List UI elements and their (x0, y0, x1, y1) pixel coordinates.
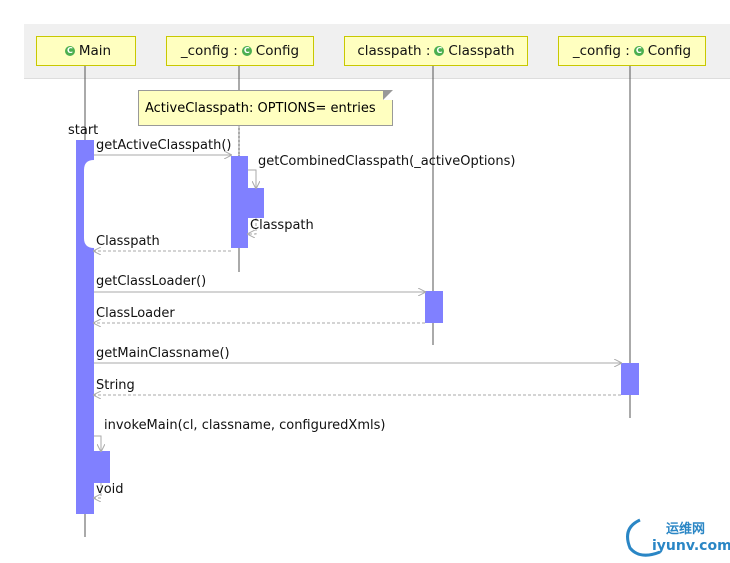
arrow-r5 (94, 483, 102, 498)
lifeline-classpath-prefix: classpath : (357, 43, 431, 59)
class-icon: C (434, 46, 445, 56)
activation-classpath (425, 291, 443, 323)
message-label-m4: getMainClassname() (96, 346, 230, 361)
message-label-r2: Classpath (250, 218, 314, 233)
lifeline-classpath-label: Classpath (448, 43, 515, 59)
message-label-m3: getClassLoader() (96, 274, 207, 289)
note-text: ActiveClasspath: OPTIONS= entries (145, 100, 376, 116)
lifeline-main-label: Main (78, 43, 112, 59)
activation-main-self (92, 451, 110, 483)
message-label-m5: invokeMain(cl, classname, configuredXmls… (104, 418, 386, 433)
lifeline-classpath[interactable]: classpath : C Classpath (344, 36, 528, 66)
lifeline-config-2[interactable]: _config : C Config (558, 36, 706, 66)
watermark-cn: 运维网 (666, 522, 706, 537)
arrow-m2 (248, 169, 256, 188)
lifeline-config-1[interactable]: _config : C Config (166, 36, 314, 66)
note-active-classpath: ActiveClasspath: OPTIONS= entries (138, 90, 393, 126)
message-label-r1: Classpath (96, 234, 160, 249)
message-label-m1: getActiveClasspath() (96, 138, 232, 153)
message-label-r4: String (96, 378, 135, 393)
arrow-r2 (248, 218, 257, 234)
lifeline-config-1-prefix: _config : (180, 43, 238, 59)
note-fold-icon (383, 90, 393, 100)
class-icon: C (633, 46, 644, 56)
class-icon: C (64, 46, 75, 56)
start-label: start (68, 123, 99, 138)
watermark-swirl-icon (626, 518, 661, 557)
lifeline-config-2-prefix: _config : (572, 43, 630, 59)
message-label-r3: ClassLoader (96, 306, 175, 321)
message-label-m2: getCombinedClasspath(_activeOptions) (258, 154, 516, 169)
lifeline-main[interactable]: C Main (36, 36, 136, 66)
watermark-en: iyunv.com (652, 538, 730, 554)
class-icon: C (241, 46, 252, 56)
watermark: 运维网 iyunv.com (620, 516, 730, 560)
activation-config-1 (231, 156, 248, 248)
activation-config-1-self (247, 188, 264, 218)
message-label-r5: void (96, 482, 124, 497)
lifeline-config-2-label: Config (647, 43, 692, 59)
lifeline-config-1-label: Config (255, 43, 300, 59)
arrow-m5 (94, 435, 101, 451)
activation-config-2 (621, 363, 639, 395)
